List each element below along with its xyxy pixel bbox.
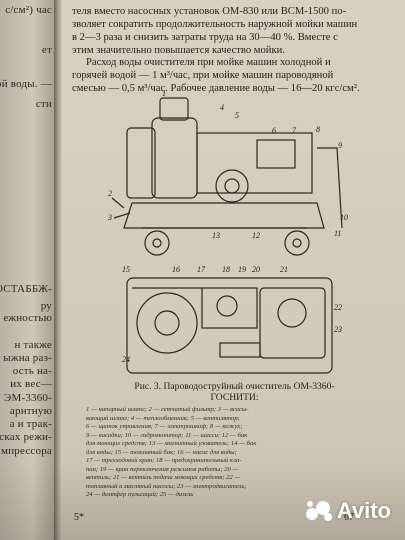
legend-line: 1 — напорный шланг; 2 — сетчатый фильтр;…: [86, 406, 249, 413]
figure-caption: Рис. 3. Пароводоструйный очиститель ОМ-3…: [92, 381, 377, 403]
legend-line: 9 — насадки; 10 — гидромонитор; 11 — шас…: [86, 431, 248, 439]
text-line: смесью — 0,5 м³/час. Рабочее давление во…: [72, 83, 360, 94]
left-page-line: рой воды. —: [0, 78, 52, 90]
left-page-line: ДОСТАББЖ-: [0, 283, 52, 295]
left-page-line: ость на-: [12, 365, 52, 377]
page-number-right: 67: [344, 512, 354, 523]
figure-label: 3: [107, 213, 112, 222]
left-page-line: мпрессора: [1, 445, 52, 457]
figure-label: 4: [220, 103, 224, 112]
left-page-line: их вес—: [10, 378, 52, 390]
text-line: теля вместо насосных установок ОМ-830 ил…: [72, 6, 347, 17]
figure-label: 17: [197, 265, 206, 274]
figure-label: 11: [334, 229, 341, 238]
legend-line: вающий шланг; 4 — теплообменник; 5 — вен…: [86, 414, 240, 422]
left-page-line: н также: [14, 339, 52, 351]
avito-brand: Avito: [336, 498, 391, 523]
figure-label: 2: [108, 189, 112, 198]
right-page: теля вместо насосных установок ОМ-830 ил…: [62, 0, 405, 540]
figure-label: 13: [212, 231, 220, 240]
left-page-line: ісках режи-: [0, 431, 52, 443]
caption-subtitle: ГОСНИТИ:: [210, 392, 259, 403]
figure-label: 23: [334, 325, 342, 334]
text-line: горячей водой — 1 м³/час, при мойке маши…: [72, 70, 334, 81]
text-line: Расход воды очистителя при мойке машин х…: [86, 57, 331, 68]
text-line: зволяет сократить продолжительность нару…: [72, 19, 358, 30]
left-page-line: сти: [35, 98, 52, 110]
legend-line: пан; 19 — кран переключения режимов рабо…: [86, 465, 239, 473]
caption-title: Рис. 3. Пароводоструйный очиститель ОМ-3…: [134, 381, 335, 392]
figure-label: 6: [272, 126, 276, 135]
legend-line: 17 — трехходовой кран; 18 — предохраните…: [86, 457, 242, 464]
figure-label: 8: [316, 125, 320, 134]
figure-label: 16: [172, 265, 180, 274]
left-page-line: арнтную: [9, 405, 52, 417]
figure-label: 9: [338, 141, 342, 150]
figure-label: 21: [280, 265, 288, 274]
page-number-left: 5*: [74, 512, 84, 523]
figure-label: 24: [122, 355, 130, 364]
legend-line: топливный и масляный насосы; 23 — электр…: [86, 482, 247, 490]
legend-line: для воды; 15 — топливный бак; 16 — насос…: [86, 448, 237, 456]
left-page-line: с/см²) час: [5, 4, 52, 16]
figure-label: 19: [238, 265, 246, 274]
text-line: этим значительно повышается качество мой…: [72, 45, 285, 56]
legend-line: вентиль; 21 — вентиль подачи моющих сред…: [86, 474, 241, 481]
legend-line: 6 — щиток управления; 7 — электрошкаф; 8…: [86, 423, 243, 430]
left-page-line: ет: [41, 44, 52, 56]
left-page-line: а и трак-: [9, 418, 52, 430]
legend-line: для моющих средств; 13 — магнитный улови…: [86, 440, 257, 447]
book-gutter: [54, 0, 62, 540]
left-page-line: ежностью: [3, 312, 52, 324]
text-line: в 2—3 раза и снизить затраты труда на 30…: [72, 32, 338, 43]
legend-line: 24 — демпфер пульсаций; 25 — дизель: [86, 491, 194, 498]
figure-label: 5: [235, 111, 239, 120]
avito-watermark: Avito: [305, 498, 391, 524]
left-page-line: ЭМ-3360-: [4, 392, 52, 404]
figure-label: 10: [340, 213, 348, 222]
figure-label: 7: [292, 126, 297, 135]
left-page-line: ру: [40, 300, 52, 312]
left-page-line: ыжна раз-: [3, 352, 52, 364]
left-page: с/см²) час ет рой воды. — стиДОСТАББЖ-руежн…: [0, 0, 54, 540]
avito-logo-icon: [305, 501, 332, 521]
figure-label: 15: [122, 265, 130, 274]
figure-label: 20: [252, 265, 260, 274]
figure-label: 12: [252, 231, 260, 240]
figure-label: 18: [222, 265, 230, 274]
figure-label: 22: [334, 303, 342, 312]
figure-label: 1: [162, 89, 166, 98]
